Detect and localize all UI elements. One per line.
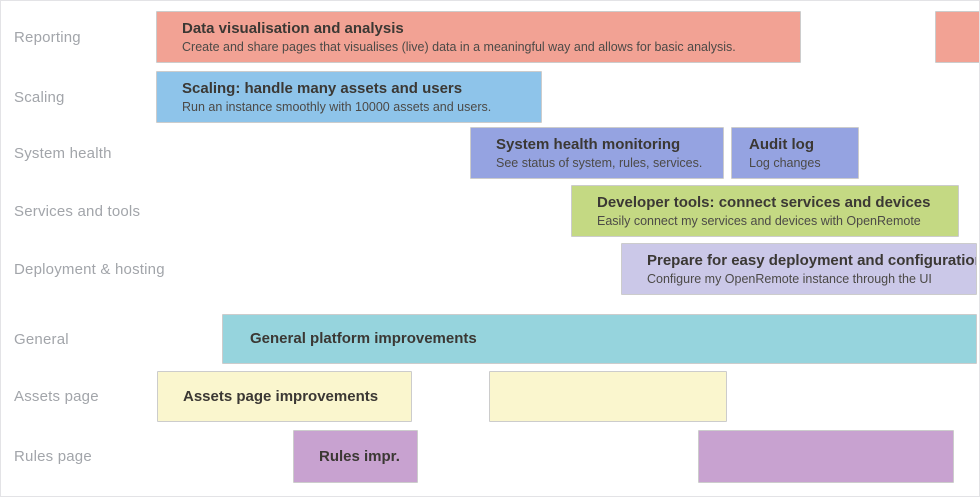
bar-title: Developer tools: connect services and de… <box>597 194 931 212</box>
row-label-assets-page: Assets page <box>14 371 99 422</box>
bar-audit-log: Audit log Log changes <box>731 127 859 179</box>
bar-title: System health monitoring <box>496 136 681 154</box>
bar-prepare-easy-deployment: Prepare for easy deployment and configur… <box>621 243 977 295</box>
bar-title: Rules impr. <box>319 447 400 465</box>
bar-reporting-future-clipped <box>935 11 979 63</box>
row-label-text: Rules page <box>14 448 92 465</box>
bar-subtitle: See status of system, rules, services. <box>496 155 703 170</box>
bar-assets-page-future <box>489 371 727 422</box>
bar-developer-tools: Developer tools: connect services and de… <box>571 185 959 237</box>
bar-title: Assets page improvements <box>183 387 379 405</box>
row-label-text: System health <box>14 144 112 162</box>
bar-subtitle: Log changes <box>749 155 821 170</box>
row-label-text: Scaling <box>14 88 65 106</box>
row-label-deployment-hosting: Deployment & hosting <box>14 243 165 295</box>
bar-rules-improvements: Rules impr. <box>293 430 418 483</box>
bar-subtitle: Run an instance smoothly with 10000 asse… <box>182 99 492 114</box>
bar-rules-page-future <box>698 430 954 483</box>
row-label-text: Assets page <box>14 388 99 405</box>
row-label-text: General <box>14 330 69 348</box>
bar-assets-page-improvements: Assets page improvements <box>157 371 412 422</box>
bar-system-health-monitoring: System health monitoring See status of s… <box>470 127 724 179</box>
bar-data-visualisation-and-analysis: Data visualisation and analysis Create a… <box>156 11 801 63</box>
row-label-rules-page: Rules page <box>14 430 92 483</box>
row-label-text: Services and tools <box>14 202 141 220</box>
row-label-services-and-tools: Services and tools <box>14 185 140 237</box>
bar-title: Data visualisation and analysis <box>182 20 404 38</box>
bar-title: Prepare for easy deployment and configur… <box>647 252 977 270</box>
bar-title: General platform improvements <box>250 330 477 348</box>
row-label-system-health: System health <box>14 127 112 179</box>
bar-subtitle: Create and share pages that visualises (… <box>182 39 736 54</box>
row-label-text: Reporting <box>14 28 81 46</box>
bar-subtitle: Configure my OpenRemote instance through… <box>647 271 932 286</box>
bar-subtitle: Easily connect my services and devices w… <box>597 213 921 228</box>
row-label-scaling: Scaling <box>14 71 65 123</box>
bar-title: Scaling: handle many assets and users <box>182 80 463 98</box>
bar-scaling-handle-many-assets: Scaling: handle many assets and users Ru… <box>156 71 542 123</box>
row-label-reporting: Reporting <box>14 11 81 63</box>
row-label-text: Deployment & hosting <box>14 260 165 278</box>
bar-title: Audit log <box>749 136 814 154</box>
bar-general-platform-improvements: General platform improvements <box>222 314 977 364</box>
row-label-general: General <box>14 314 69 364</box>
